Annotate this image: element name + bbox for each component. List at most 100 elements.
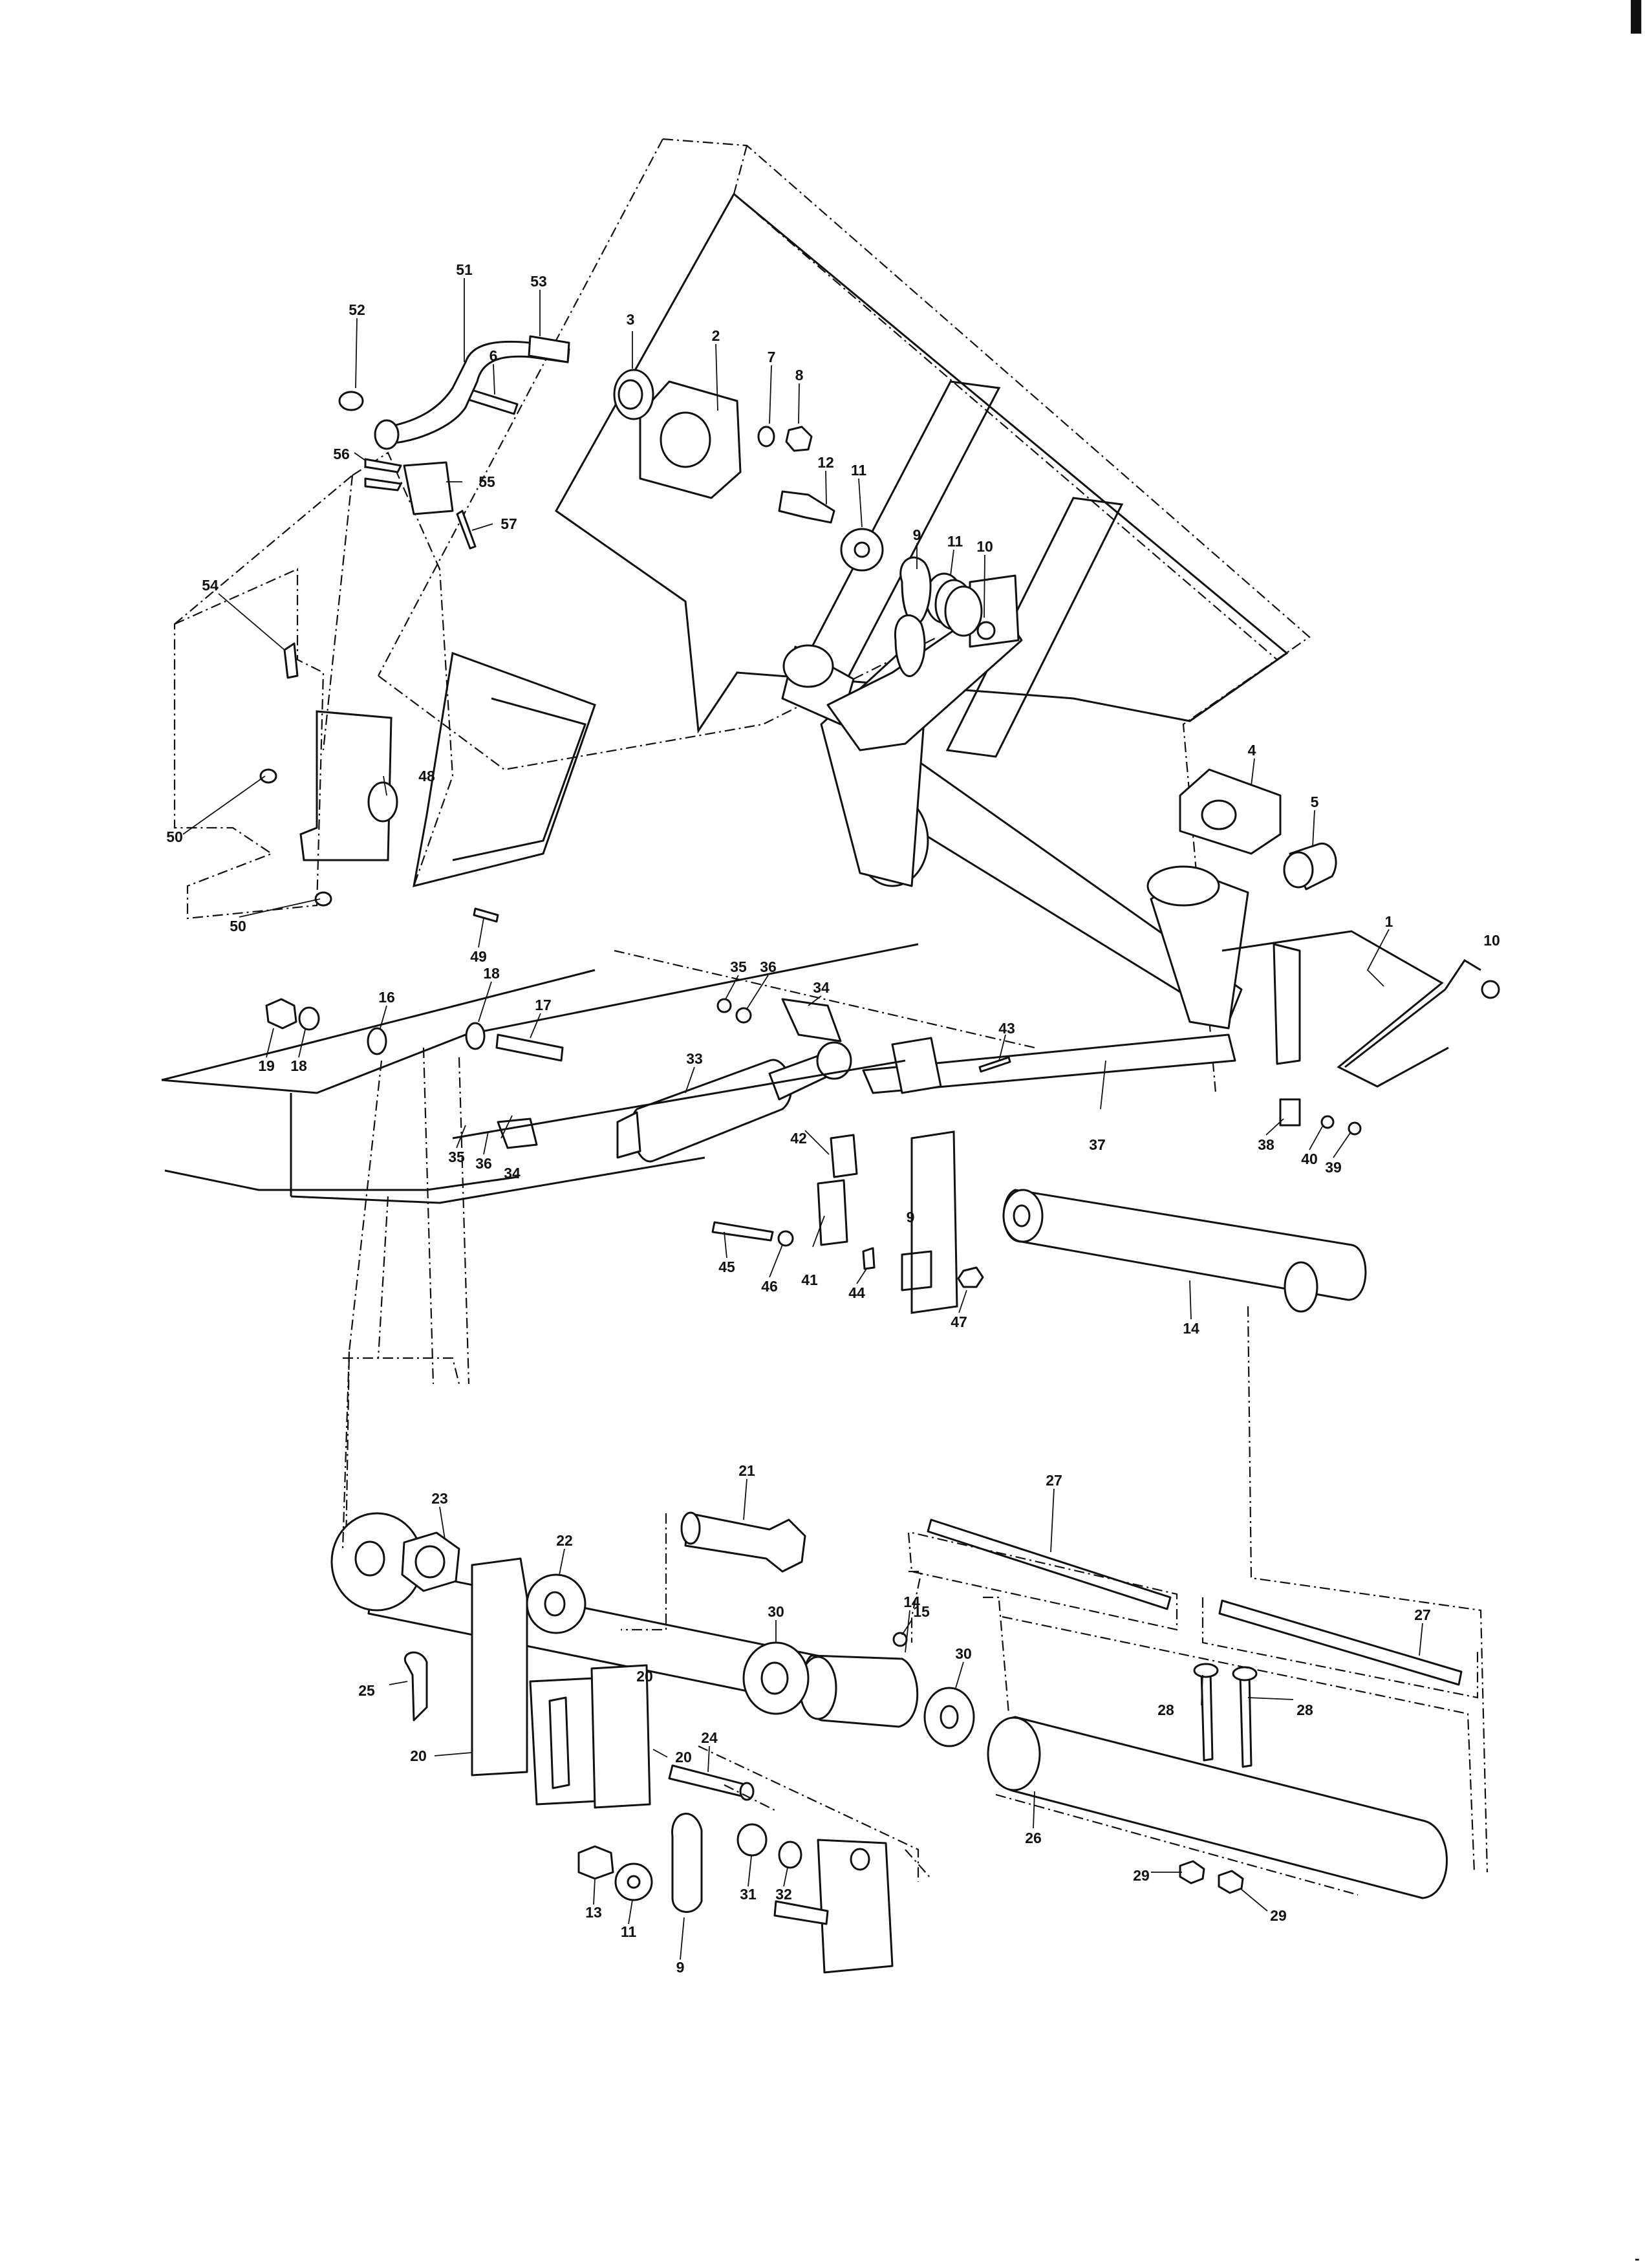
pin-54 [283,642,299,679]
part-label-19: 19 [258,1057,275,1074]
part-label-30-left: 30 [768,1603,784,1620]
leader-28b [1247,1697,1294,1700]
spring-coil-3 [944,585,983,637]
screw-50-lower [314,891,332,907]
part-label-27-left: 27 [1046,1472,1062,1489]
part-label-54: 54 [202,577,219,594]
leader-28 [1201,1674,1203,1706]
lower-assembly-outline-bracket [698,1745,932,1882]
cylinder-rod-clevis [816,1041,852,1080]
pin-24-end [739,1782,755,1801]
washer-upper-small [735,1007,752,1024]
leader-11 [858,478,863,528]
cylinder-base-clevis [616,1111,641,1159]
leader-48 [383,775,387,796]
clip-screw-57 [456,510,477,550]
bolt-21-end [680,1511,701,1545]
leader-40 [1309,1126,1323,1150]
bushing-bore [618,379,643,410]
bushing-31 [736,1823,768,1857]
leader-38 [1265,1118,1284,1136]
part-label-51: 51 [456,261,473,278]
rocker-arm-bracket [1221,930,1449,1088]
part-label-10-right: 10 [1483,932,1500,949]
cotter-pin-25 [403,1651,428,1722]
leader-4 [1251,758,1255,786]
bearing-block-bore [660,411,711,468]
footer-mark: - [1635,2250,1640,2267]
leader-20 [434,1752,473,1756]
leader-50b [239,898,321,918]
screw-49 [473,907,499,923]
upper-assembly [161,138,1500,1550]
leader-44 [856,1268,867,1284]
part-label-18: 18 [290,1057,307,1074]
left-frame-outline [174,451,454,887]
handle-end [374,419,400,450]
corner-mark: ▌ [1631,0,1645,34]
link-spacer-44 [862,1247,876,1270]
part-label-45: 45 [718,1258,735,1275]
part-label-20-left: 20 [410,1747,427,1764]
leader-9c [680,1917,685,1960]
bolt-28-right [1239,1674,1253,1768]
end-cap-right [1481,980,1500,999]
mounting-plate [299,710,392,861]
part-label-20-middle: 20 [636,1668,653,1685]
bolt-head-upper [716,998,732,1013]
leader-39 [1333,1132,1351,1158]
leader-17 [530,1013,541,1039]
snap-ring-32 [778,1841,802,1869]
bearing-block-right-bore [1201,799,1237,830]
leader-36 [746,975,769,1010]
bolt-28-left-head [1193,1663,1219,1678]
part-label-40: 40 [1301,1150,1318,1167]
part-label-14-lower: 14 [903,1593,920,1610]
part-label-47: 47 [951,1313,967,1330]
rocker-arm-tip [1344,958,1481,1068]
side-plate-20-slot [548,1696,570,1789]
lower-assembly-outline-roller [995,1600,1476,1896]
hopper-lower-chute [413,651,596,888]
mounting-plate-bracket-outline [173,568,325,920]
capscrew-17 [495,1033,564,1062]
part-label-42: 42 [790,1130,807,1147]
part-label-36-upper: 36 [760,958,777,975]
leader-5 [1312,810,1315,848]
chassis-frame-lower [164,1156,705,1204]
part-label-21: 21 [738,1462,755,1479]
part-label-29-right: 29 [1270,1907,1287,1924]
part-label-35-lower: 35 [448,1149,465,1165]
leader-23 [439,1506,446,1540]
part-label-13: 13 [585,1904,602,1921]
part-label-17: 17 [535,997,552,1013]
part-label-57: 57 [500,515,517,532]
leader-33 [685,1066,695,1094]
rocker-arm-right-hub [1146,865,1220,907]
lift-pin-head [782,644,834,688]
part-label-39: 39 [1325,1159,1342,1176]
clip-plate [403,461,454,515]
lower-assembly-outline-right [1247,1306,1489,1873]
chassis-centerline [614,949,1035,1049]
leader-lines [182,278,1423,1960]
leader-42 [804,1130,830,1155]
leader-25 [389,1681,408,1685]
part-label-8: 8 [795,367,804,383]
leader-37 [1100,1060,1106,1110]
part-label-34-lower: 34 [504,1165,521,1182]
part-label-28-left: 28 [1157,1701,1174,1718]
stud-bracket [817,1839,894,1974]
washer-18 [298,1006,320,1031]
part-label-7: 7 [768,349,776,365]
bushing-block-44 [901,1250,932,1291]
part-label-49: 49 [470,948,487,965]
leader-54 [218,593,285,651]
part-label-30-right: 30 [955,1645,972,1662]
leader-18 [298,1029,306,1058]
part-label-36-lower: 36 [475,1155,492,1172]
leader-41 [812,1215,825,1247]
bolt-21 [684,1512,806,1573]
part-label-52: 52 [349,301,365,318]
